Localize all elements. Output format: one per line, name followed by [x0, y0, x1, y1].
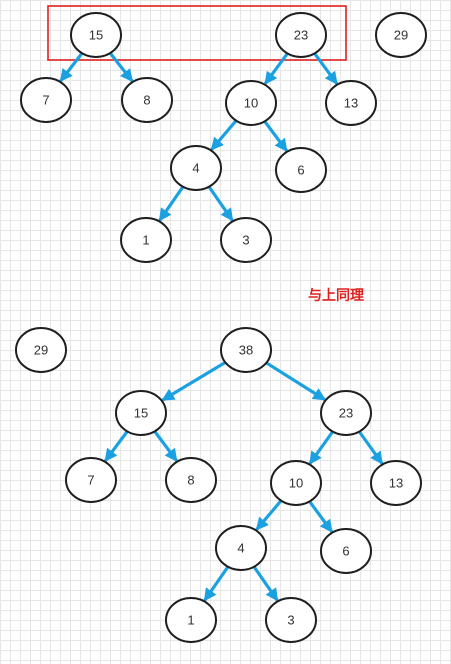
node-label: 3 — [287, 613, 294, 628]
tree-node-before-4: 4 — [170, 145, 222, 191]
node-circle — [270, 460, 322, 506]
edge-after-38-to-15 — [161, 361, 227, 402]
edge-before-15-to-7 — [59, 52, 84, 83]
edges-layer — [59, 52, 384, 602]
edge-after-10-to-6 — [308, 500, 334, 533]
node-label: 29 — [394, 28, 408, 43]
node-label: 38 — [239, 343, 253, 358]
edge-before-10-to-4 — [210, 119, 238, 151]
node-label: 10 — [244, 96, 258, 111]
edge-before-15-to-8 — [108, 52, 134, 83]
edge-before-23-to-10 — [263, 52, 289, 85]
tree-node-after-8: 8 — [165, 457, 217, 503]
node-label: 4 — [192, 161, 199, 176]
edge-after-4-to-1 — [203, 565, 230, 602]
edge-after-23-to-13 — [358, 430, 384, 465]
node-circle — [70, 12, 122, 58]
node-circle — [375, 12, 427, 58]
edge-after-15-to-7 — [104, 430, 129, 462]
edge-before-23-to-13 — [313, 52, 339, 85]
node-circle — [275, 147, 327, 193]
node-circle — [121, 77, 173, 123]
node-circle — [20, 77, 72, 123]
node-label: 7 — [42, 93, 49, 108]
tree-node-before-10: 10 — [225, 80, 277, 126]
node-circle — [220, 327, 272, 373]
node-circle — [320, 528, 372, 574]
tree-node-after-3: 3 — [265, 597, 317, 643]
node-label: 15 — [134, 406, 148, 421]
tree-node-after-4: 4 — [215, 525, 267, 571]
node-circle — [165, 597, 217, 643]
node-label: 4 — [237, 541, 244, 556]
tree-node-after-10: 10 — [270, 460, 322, 506]
tree-node-after-7: 7 — [65, 457, 117, 503]
tree-node-before-1: 1 — [120, 217, 172, 263]
tree-node-before-15: 15 — [70, 12, 122, 58]
tree-node-before-23: 23 — [275, 12, 327, 58]
node-circle — [165, 457, 217, 503]
node-label: 13 — [389, 476, 403, 491]
node-label: 10 — [289, 476, 303, 491]
edge-before-10-to-6 — [263, 120, 288, 152]
annotation-label: 与上同理 — [308, 288, 364, 304]
node-label: 1 — [187, 613, 194, 628]
node-circle — [215, 525, 267, 571]
edge-after-4-to-3 — [252, 565, 279, 602]
node-label: 1 — [142, 233, 149, 248]
node-circle — [225, 80, 277, 126]
tree-node-before-6: 6 — [275, 147, 327, 193]
node-circle — [275, 12, 327, 58]
edge-before-4-to-3 — [207, 185, 234, 222]
tree-node-after-1: 1 — [165, 597, 217, 643]
edge-before-4-to-1 — [158, 185, 185, 222]
node-label: 6 — [297, 163, 304, 178]
node-label: 23 — [339, 406, 353, 421]
node-label: 8 — [143, 93, 150, 108]
node-label: 23 — [294, 28, 308, 43]
node-circle — [220, 217, 272, 263]
tree-node-after-23: 23 — [320, 390, 372, 436]
tree-node-after-38: 38 — [220, 327, 272, 373]
edge-after-38-to-23 — [265, 361, 326, 402]
node-label: 15 — [89, 28, 103, 43]
node-circle — [65, 457, 117, 503]
tree-node-before-13: 13 — [325, 80, 377, 126]
node-circle — [120, 217, 172, 263]
node-circle — [15, 327, 67, 373]
selection-highlight-box — [47, 5, 347, 61]
node-label: 7 — [87, 473, 94, 488]
node-circle — [265, 597, 317, 643]
node-label: 8 — [187, 473, 194, 488]
node-label: 3 — [242, 233, 249, 248]
node-circle — [320, 390, 372, 436]
node-label: 6 — [342, 544, 349, 559]
tree-node-after-13: 13 — [370, 460, 422, 506]
tree-node-after-29: 29 — [15, 327, 67, 373]
tree-node-before-7: 7 — [20, 77, 72, 123]
node-circle — [370, 460, 422, 506]
node-label: 13 — [344, 96, 358, 111]
node-circle — [115, 390, 167, 436]
edge-after-10-to-4 — [255, 499, 283, 531]
tree-node-before-3: 3 — [220, 217, 272, 263]
tree-node-after-6: 6 — [320, 528, 372, 574]
node-circle — [325, 80, 377, 126]
edge-after-23-to-10 — [308, 430, 334, 465]
tree-node-before-29: 29 — [375, 12, 427, 58]
tree-node-after-15: 15 — [115, 390, 167, 436]
node-label: 29 — [34, 343, 48, 358]
node-circle — [170, 145, 222, 191]
edge-after-15-to-8 — [153, 430, 178, 462]
tree-node-before-8: 8 — [121, 77, 173, 123]
